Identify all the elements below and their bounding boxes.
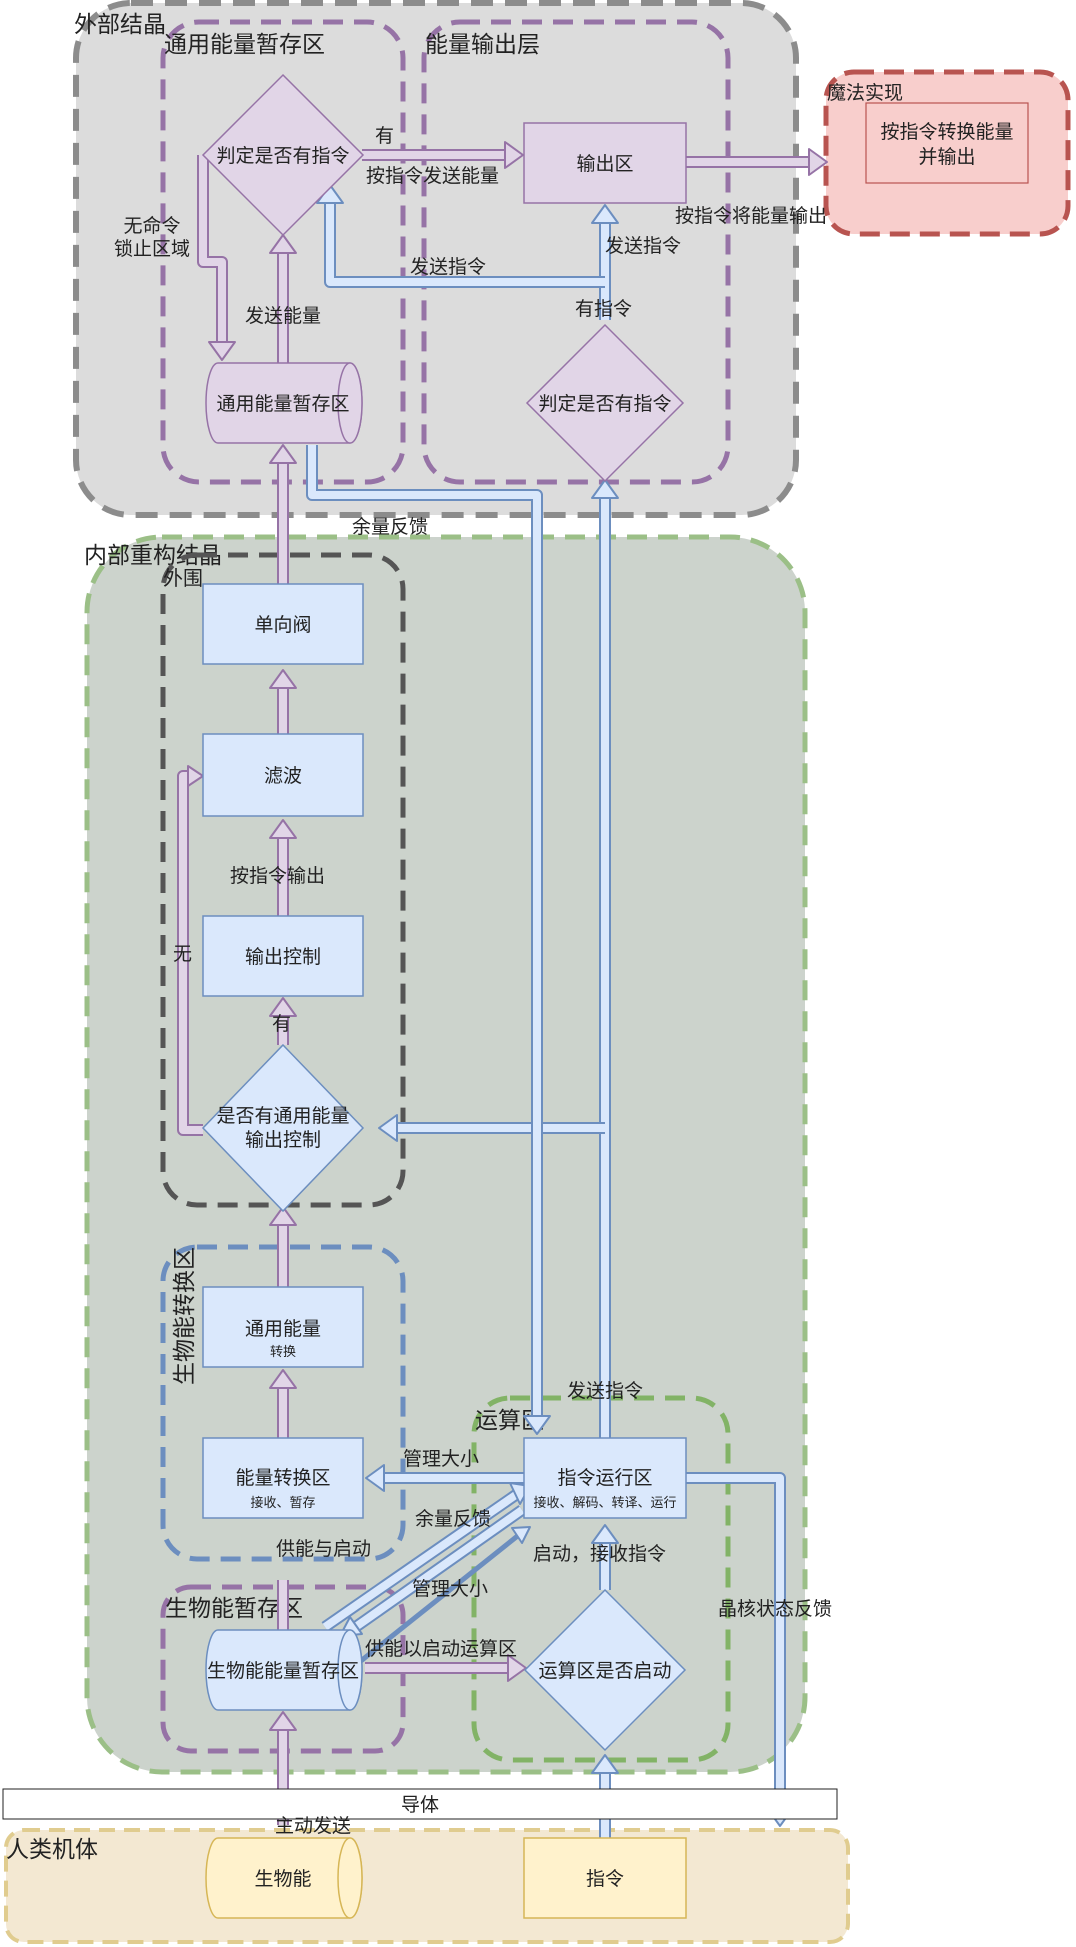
periphery-title: 外围: [163, 566, 203, 590]
magic-realization-title: 魔法实现: [827, 82, 903, 104]
bio-conversion-zone: 生物能转换区: [160, 1244, 406, 1562]
general-storage-label: 通用能量暂存区: [216, 393, 349, 415]
judge-command-mid-diamond: 判定是否有指令: [525, 323, 685, 483]
energy-conversion-label: 能量转换区: [235, 1467, 330, 1489]
general-energy-box: 通用能量 转换: [202, 1286, 364, 1368]
energy-conversion-box: 能量转换区 接收、暂存: [202, 1437, 364, 1519]
command-box: 指令: [523, 1837, 687, 1919]
edge-label-send-cmd-bottom: 发送指令: [567, 1380, 643, 1402]
judge-command-top-label: 判定是否有指令: [216, 145, 349, 167]
has-energy-line2: 输出控制: [245, 1129, 321, 1151]
output-control-label: 输出控制: [245, 946, 321, 968]
edge-label-send-cmd-left: 发送指令: [410, 256, 486, 278]
outer-crystal-title: 外部结晶: [74, 12, 166, 38]
edge-label-manage-size-1: 管理大小: [403, 1448, 479, 1470]
command-run-label: 指令运行区: [557, 1467, 652, 1489]
edge-label-start-receive-cmd: 启动，接收指令: [533, 1543, 666, 1565]
conductor-bar: 导体: [2, 1788, 838, 1820]
filter-label: 滤波: [264, 765, 302, 787]
energy-output-layer-zone: 能量输出层: [421, 19, 731, 485]
command-label: 指令: [586, 1868, 624, 1890]
general-energy-label: 通用能量: [245, 1318, 321, 1340]
general-storage-cylinder: 通用能量暂存区: [205, 362, 363, 444]
edge-label-supply-start-compute: 供能以启动运算区: [365, 1638, 517, 1660]
compute-started-label: 运算区是否启动: [538, 1660, 671, 1682]
command-run-sub: 接收、解码、转译、运行: [533, 1495, 676, 1511]
magic-convert-line1: 按指令转换能量: [880, 121, 1013, 143]
edge-label-supply-start: 供能与启动: [276, 1538, 371, 1560]
general-energy-sub: 转换: [270, 1345, 296, 1360]
bio-energy-cylinder: 生物能: [205, 1837, 363, 1919]
edge-label-manage-size-2: 管理大小: [412, 1578, 488, 1600]
conductor-label: 导体: [401, 1794, 439, 1816]
energy-conversion-sub: 接收、暂存: [250, 1495, 315, 1511]
has-energy-line1: 是否有通用能量: [216, 1105, 349, 1127]
has-energy-diamond: 是否有通用能量 输出控制: [201, 1043, 365, 1213]
bio-conversion-zone-title: 生物能转换区: [172, 1247, 198, 1385]
compute-started-diamond: 运算区是否启动: [523, 1588, 687, 1752]
edge-labels: 有 按指令发送能量 按指令将能量输出 无命令 锁止区域 发送能量 发送指令 发送…: [114, 125, 832, 1837]
edge-label-no: 无: [173, 943, 192, 965]
judge-command-top-diamond: 判定是否有指令: [201, 73, 365, 237]
bio-storage-cylinder: 生物能能量暂存区: [205, 1629, 363, 1711]
check-valve-box: 单向阀: [202, 583, 364, 665]
arrows: [177, 141, 828, 1838]
edge-label-no-cmd-line2: 锁止区域: [114, 238, 190, 260]
command-arrows: [306, 184, 794, 1838]
magic-convert-box: 按指令转换能量 并输出: [865, 102, 1029, 184]
check-valve-label: 单向阀: [254, 614, 311, 636]
output-zone-box: 输出区: [523, 122, 687, 204]
edge-label-output-energy-by-cmd: 按指令将能量输出: [675, 205, 827, 227]
edge-label-yes-top: 有: [375, 125, 394, 147]
command-run-box: 指令运行区 接收、解码、转译、运行: [523, 1437, 687, 1519]
edge-label-yes-mid: 有: [272, 1013, 291, 1035]
general-storage-zone-title: 通用能量暂存区: [164, 32, 325, 58]
edge-label-no-cmd-line1: 无命令: [123, 215, 180, 237]
output-control-box: 输出控制: [202, 915, 364, 997]
edge-label-send-energy: 发送能量: [245, 305, 321, 327]
filter-box: 滤波: [202, 733, 364, 817]
human-body-title: 人类机体: [6, 1837, 98, 1863]
edge-label-surplus-mid: 余量反馈: [415, 1508, 491, 1530]
magic-convert-line2: 并输出: [918, 146, 975, 168]
energy-spine-arrows: [177, 141, 828, 1825]
judge-command-mid-label: 判定是否有指令: [538, 393, 671, 415]
edge-label-output-by-cmd: 按指令输出: [230, 865, 325, 887]
edge-label-surplus-top: 余量反馈: [352, 516, 428, 538]
edge-label-send-energy-by-cmd: 按指令发送能量: [366, 165, 499, 187]
edge-label-core-state: 晶核状态反馈: [718, 1598, 832, 1620]
output-zone-label: 输出区: [576, 153, 633, 175]
bio-storage-label: 生物能能量暂存区: [207, 1660, 359, 1682]
energy-output-layer-title: 能量输出层: [425, 32, 540, 58]
human-body-region: 人类机体: [4, 1828, 850, 1944]
edge-label-active-send: 主动发送: [275, 1815, 351, 1837]
edge-label-has-cmd: 有指令: [575, 298, 632, 320]
edge-label-send-cmd-right: 发送指令: [605, 235, 681, 257]
bio-energy-label: 生物能: [254, 1868, 311, 1890]
